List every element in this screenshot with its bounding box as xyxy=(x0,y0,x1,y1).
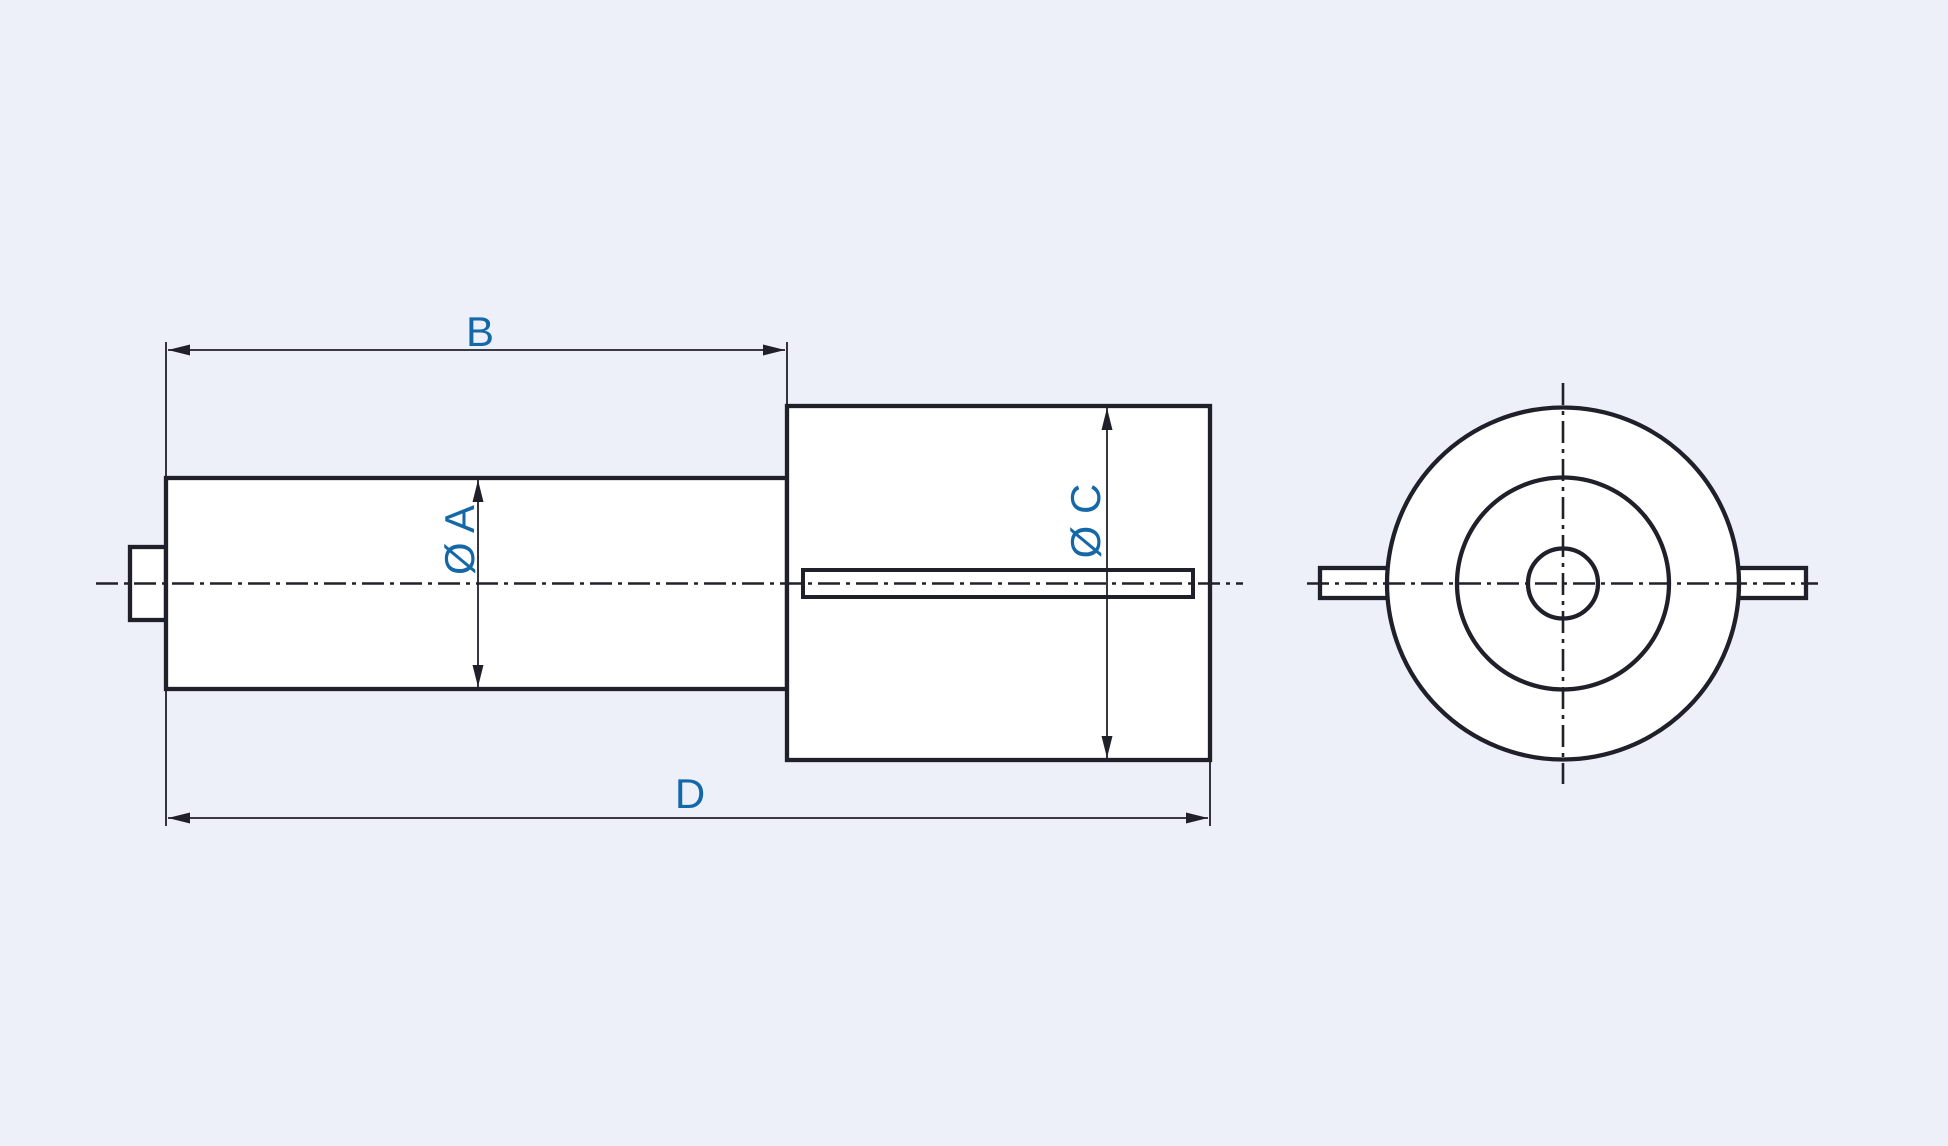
dimension-b-right-arrowhead xyxy=(763,344,785,356)
dimension-c-label: Ø C xyxy=(1062,484,1109,559)
dimension-d-left-arrowhead xyxy=(168,812,190,824)
dimension-a-top-arrowhead xyxy=(472,480,484,502)
dimension-c: Ø C xyxy=(1062,408,1113,758)
dimension-b-left-arrowhead xyxy=(168,344,190,356)
end-view xyxy=(1307,383,1818,784)
dimension-b: B xyxy=(165,308,788,478)
dimension-a-label: Ø A xyxy=(436,505,483,575)
dimension-b-label: B xyxy=(466,308,494,355)
dimension-c-bottom-arrowhead xyxy=(1101,736,1113,758)
dimension-d-label: D xyxy=(675,770,705,817)
dimension-d: D xyxy=(165,691,1211,826)
dimension-d-extension-lines xyxy=(165,691,1211,826)
dimension-a: Ø A xyxy=(436,480,484,687)
dimension-b-extension-lines xyxy=(165,342,788,478)
side-view xyxy=(96,403,1243,763)
dimension-c-top-arrowhead xyxy=(1101,408,1113,430)
dimension-a-bottom-arrowhead xyxy=(472,665,484,687)
dimension-d-right-arrowhead xyxy=(1186,812,1208,824)
